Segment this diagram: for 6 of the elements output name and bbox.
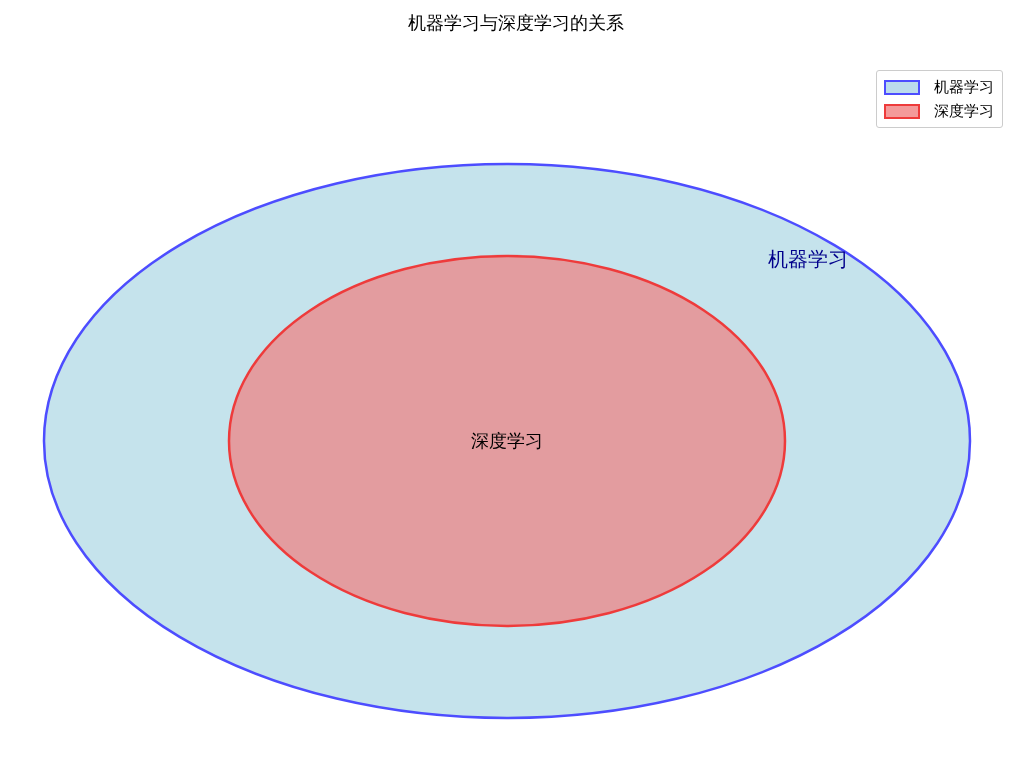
- region-label: 机器学习: [768, 246, 848, 273]
- legend-label: 机器学习: [934, 77, 994, 97]
- legend-label: 深度学习: [934, 101, 994, 121]
- chart-title: 机器学习与深度学习的关系: [406, 11, 625, 35]
- region-label: 深度学习: [471, 429, 543, 453]
- ellipse-region: [43, 163, 971, 719]
